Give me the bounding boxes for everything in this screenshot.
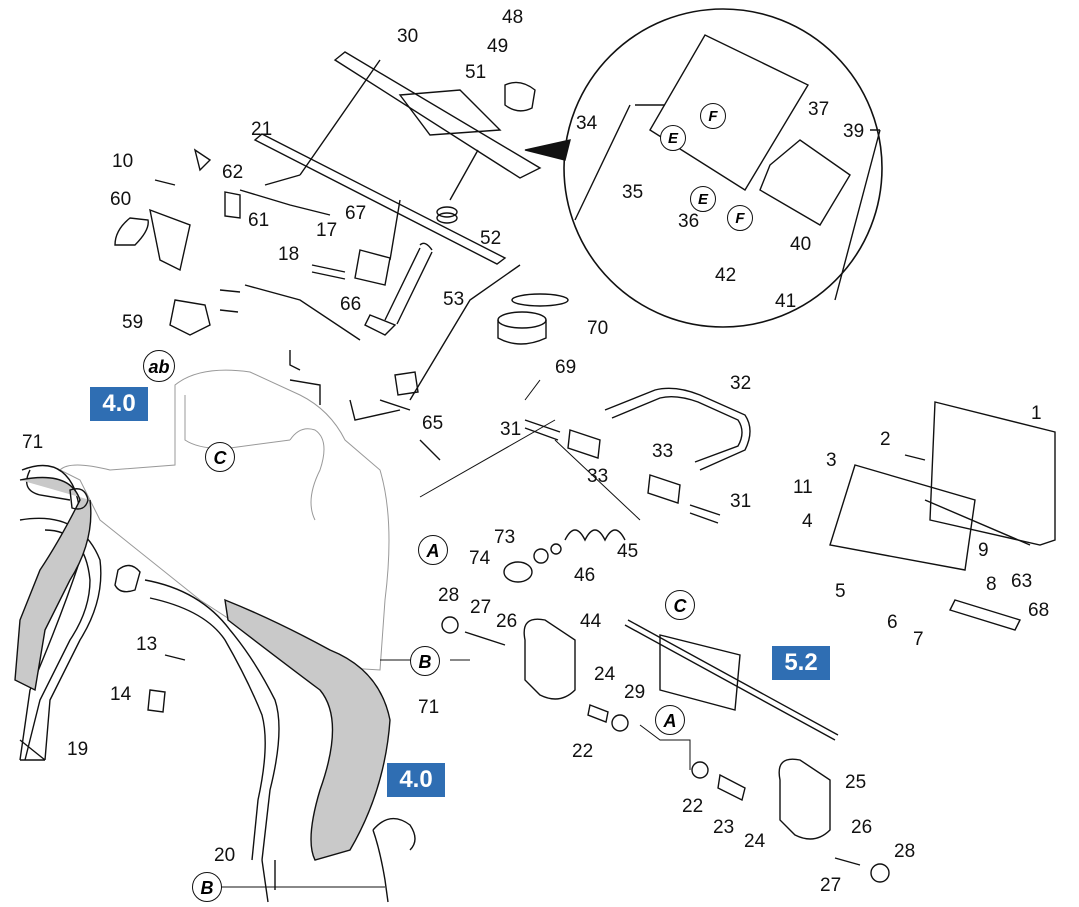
label-part-59: 59: [122, 312, 144, 333]
callout-e-panel: E: [660, 125, 686, 151]
label-part-6: 6: [887, 612, 898, 633]
label-part-70: 70: [587, 318, 609, 339]
label-part-67: 67: [345, 203, 367, 224]
label-part-33b: 33: [587, 466, 609, 487]
inset-detail-circle: [563, 8, 883, 328]
label-part-42: 42: [715, 265, 737, 286]
label-part-68: 68: [1028, 600, 1050, 621]
label-part-41: 41: [775, 291, 797, 312]
label-part-32: 32: [730, 373, 752, 394]
label-part-46: 46: [574, 565, 596, 586]
label-part-39: 39: [843, 121, 865, 142]
label-part-26b: 26: [851, 817, 873, 838]
label-part-52: 52: [480, 228, 502, 249]
label-part-20: 20: [214, 845, 236, 866]
handle-housing: [59, 369, 390, 671]
label-part-51: 51: [465, 62, 487, 83]
label-part-27b: 27: [820, 875, 842, 896]
label-part-28a: 28: [438, 585, 460, 606]
label-part-22b: 22: [682, 796, 704, 817]
label-part-24b: 24: [744, 831, 766, 852]
part-1-housing: [929, 401, 1056, 546]
label-part-36: 36: [678, 211, 700, 232]
label-part-1: 1: [1031, 403, 1042, 424]
label-part-48: 48: [502, 7, 524, 28]
label-part-22a: 22: [572, 741, 594, 762]
label-part-24a: 24: [594, 664, 616, 685]
label-part-73: 73: [494, 527, 516, 548]
label-part-74: 74: [469, 548, 491, 569]
label-part-33a: 33: [652, 441, 674, 462]
callout-f-inset: F: [727, 205, 753, 231]
callout-f-panel: F: [700, 103, 726, 129]
label-part-35: 35: [622, 182, 644, 203]
label-part-18: 18: [278, 244, 300, 265]
label-part-3: 3: [826, 450, 837, 471]
label-part-21: 21: [251, 119, 273, 140]
callout-a-housing: A: [418, 535, 448, 565]
label-part-4: 4: [802, 511, 813, 532]
reference-badge-5-2: 5.2: [772, 646, 830, 680]
label-part-31a: 31: [500, 419, 522, 440]
label-part-31b: 31: [730, 491, 752, 512]
label-part-40: 40: [790, 234, 812, 255]
handle-center-20: [144, 579, 280, 861]
label-part-66: 66: [340, 294, 362, 315]
part-53-tube: [364, 242, 433, 336]
label-part-2: 2: [880, 429, 891, 450]
label-part-71b: 71: [418, 697, 440, 718]
label-part-60: 60: [110, 189, 132, 210]
label-part-19: 19: [67, 739, 89, 760]
label-part-25: 25: [845, 772, 867, 793]
label-part-63: 63: [1011, 571, 1033, 592]
handle-right-71: [224, 598, 391, 861]
callout-c-housing: C: [205, 442, 235, 472]
label-part-65: 65: [422, 413, 444, 434]
callout-a-arm: A: [655, 705, 685, 735]
label-part-26a: 26: [496, 611, 518, 632]
label-part-53: 53: [443, 289, 465, 310]
label-part-11: 11: [793, 477, 813, 498]
label-part-69: 69: [555, 357, 577, 378]
callout-c-shaft: C: [665, 590, 695, 620]
label-part-7: 7: [913, 629, 924, 650]
label-part-27a: 27: [470, 597, 492, 618]
label-part-10: 10: [112, 151, 134, 172]
label-part-44: 44: [580, 611, 602, 632]
label-part-61: 61: [248, 210, 270, 231]
callout-b-bottom: B: [192, 872, 222, 902]
label-part-14: 14: [110, 684, 132, 705]
callout-b-housing: B: [410, 646, 440, 676]
label-part-37: 37: [808, 99, 830, 120]
label-part-5: 5: [835, 581, 846, 602]
callout-ab: ab: [143, 350, 175, 382]
label-part-8: 8: [986, 574, 997, 595]
callout-e-inset: E: [690, 186, 716, 212]
reference-badge-4-0-top: 4.0: [90, 387, 148, 421]
label-part-28b: 28: [894, 841, 916, 862]
label-part-45: 45: [617, 541, 639, 562]
label-part-49: 49: [487, 36, 509, 57]
top-panel: [333, 51, 542, 179]
part-32-bracket: [604, 387, 751, 471]
reference-badge-4-0-bottom: 4.0: [387, 763, 445, 797]
label-part-9: 9: [978, 540, 989, 561]
label-part-13: 13: [136, 634, 158, 655]
label-part-29: 29: [624, 682, 646, 703]
label-part-62: 62: [222, 162, 244, 183]
label-part-17: 17: [316, 220, 338, 241]
label-part-30: 30: [397, 26, 419, 47]
label-part-23: 23: [713, 817, 735, 838]
label-part-34: 34: [576, 113, 598, 134]
label-part-71a: 71: [22, 432, 44, 453]
